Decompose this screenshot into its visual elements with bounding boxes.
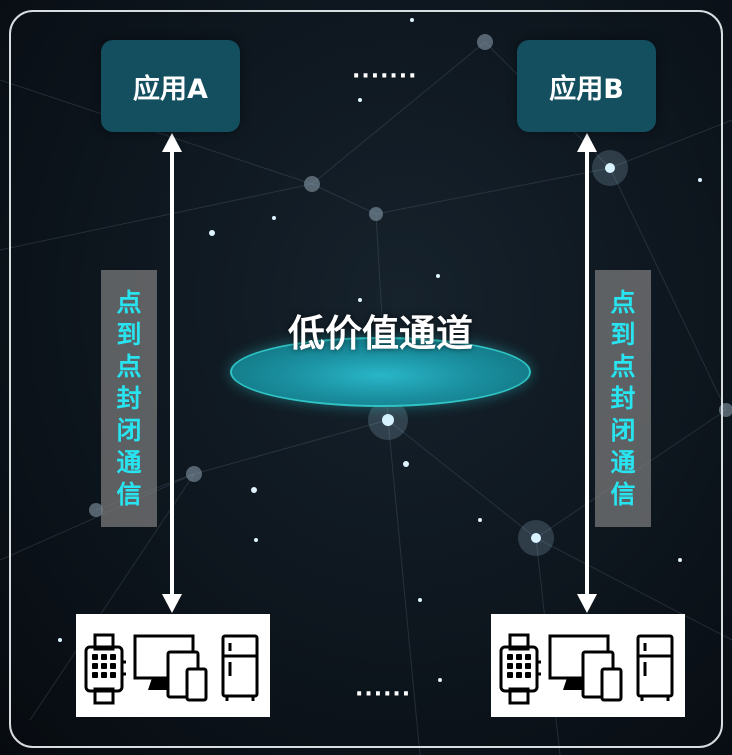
phone-icon — [185, 667, 208, 702]
refrigerator-icon — [221, 634, 259, 701]
link-char: 点 — [116, 287, 142, 317]
link-char: 封 — [116, 383, 142, 413]
link-char: 到 — [610, 319, 636, 349]
link-char: 点 — [610, 287, 636, 317]
link-char: 到 — [116, 319, 142, 349]
link-label-left: 点 到 点 封 闭 通 信 — [101, 270, 157, 527]
link-char: 信 — [610, 479, 636, 509]
smartwatch-icon — [84, 633, 126, 705]
link-char: 点 — [610, 351, 636, 381]
arrow-left — [162, 133, 182, 613]
channel-label: 低价值通道 — [288, 312, 473, 355]
devices-right-box — [491, 614, 685, 717]
link-char: 通 — [116, 447, 142, 477]
refrigerator-icon — [636, 634, 674, 701]
app-b-box: 应用B — [517, 40, 656, 132]
ellipsis-bottom: ······ — [355, 682, 412, 707]
link-char: 通 — [610, 447, 636, 477]
link-char: 信 — [116, 479, 142, 509]
devices-left-box — [76, 614, 270, 717]
ellipsis-top: ······· — [352, 64, 418, 89]
link-char: 封 — [610, 383, 636, 413]
smartwatch-icon — [499, 633, 541, 705]
link-label-right: 点 到 点 封 闭 通 信 — [595, 270, 651, 527]
arrow-right — [577, 133, 597, 613]
link-char: 点 — [116, 351, 142, 381]
phone-icon — [600, 667, 623, 702]
app-b-label: 应用B — [549, 73, 624, 105]
outer-frame — [9, 10, 723, 748]
link-char: 闭 — [610, 415, 636, 445]
channel-ellipse — [230, 337, 531, 407]
link-char: 闭 — [116, 415, 142, 445]
app-a-label: 应用A — [133, 73, 208, 105]
app-a-box: 应用A — [101, 40, 240, 132]
